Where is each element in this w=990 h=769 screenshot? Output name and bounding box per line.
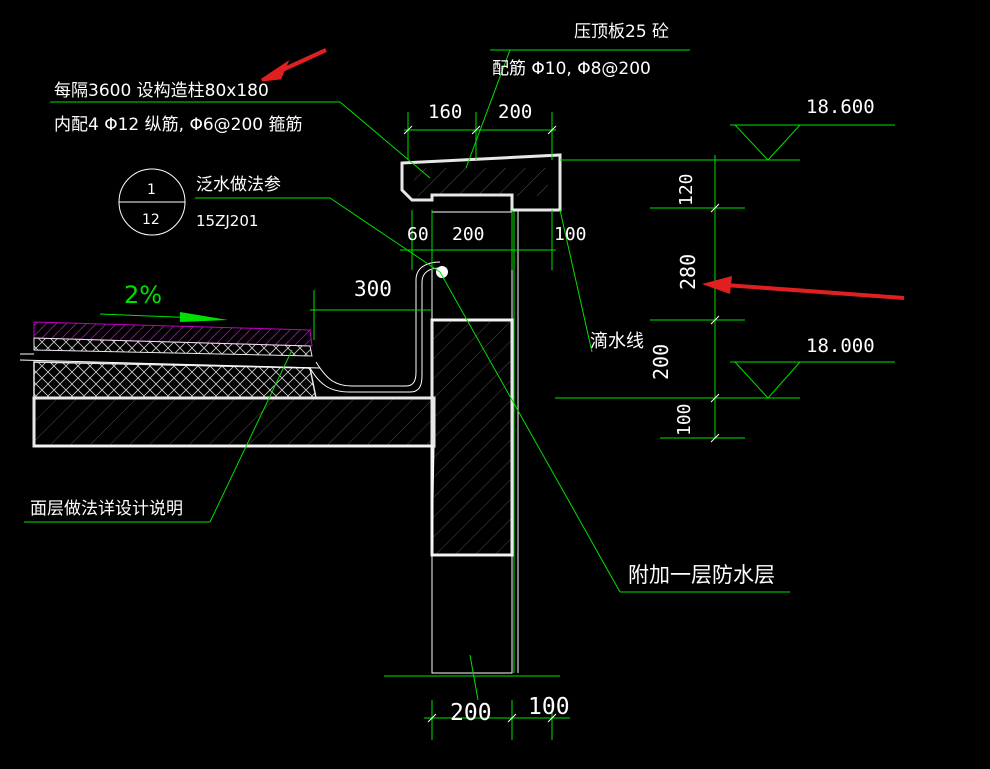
slope-label: 2%	[124, 281, 162, 309]
dim-100-bottom: 100	[528, 694, 570, 720]
parapet-wall	[430, 210, 519, 674]
dim-300: 300	[354, 277, 392, 301]
dim-200-vertical: 200	[649, 344, 673, 380]
dim-200-mid: 200	[452, 224, 485, 245]
bottom-dimension-line	[384, 654, 570, 740]
slope-arrow	[180, 312, 228, 322]
detail-number: 1	[147, 182, 156, 198]
coping-rebar-note: 配筋 Φ10, Φ8@200	[492, 59, 651, 79]
elevation-floor: 18.000	[806, 335, 875, 357]
vertical-dimension-line	[555, 155, 800, 443]
red-arrow-right	[702, 276, 905, 300]
floor-slab-left	[34, 445, 435, 556]
column-rebar-note: 内配4 Φ12 纵筋, Φ6@200 箍筋	[54, 115, 303, 135]
elevation-top: 18.600	[806, 96, 875, 118]
dim-200-top: 200	[498, 101, 532, 123]
dim-200-bottom: 200	[450, 700, 492, 726]
roof-slab	[32, 396, 436, 448]
dim-120: 120	[676, 173, 697, 206]
column-spacing-note: 每隔3600 设构造柱80x180	[54, 81, 269, 101]
dim-100-vertical: 100	[674, 403, 695, 436]
atlas-reference: 15ZJ201	[196, 212, 258, 230]
dim-100-right: 100	[554, 224, 587, 245]
surface-layer-note: 面层做法详设计说明	[30, 499, 183, 519]
drip-line-label: 滴水线	[590, 331, 644, 352]
insulation-layer	[33, 361, 317, 399]
300-dimension-line	[310, 290, 432, 340]
detail-sheet-number: 12	[142, 212, 160, 228]
dim-160: 160	[428, 101, 462, 123]
leader-lines	[24, 49, 790, 593]
red-arrow-top	[261, 48, 327, 82]
elevation-marks	[730, 124, 895, 399]
coping-slab-note: 压顶板25 砼	[574, 22, 669, 42]
extra-waterproof-note: 附加一层防水层	[628, 563, 775, 587]
top-dimension-line	[403, 112, 557, 160]
flashing-membrane	[309, 261, 448, 393]
flashing-note: 泛水做法参	[196, 175, 281, 195]
detail-reference-circle	[118, 168, 186, 236]
mid-dimension-line	[400, 210, 556, 270]
dim-60: 60	[407, 224, 429, 245]
roof-membrane	[19, 321, 321, 369]
coping-slab	[400, 153, 562, 212]
dim-280: 280	[676, 254, 700, 290]
